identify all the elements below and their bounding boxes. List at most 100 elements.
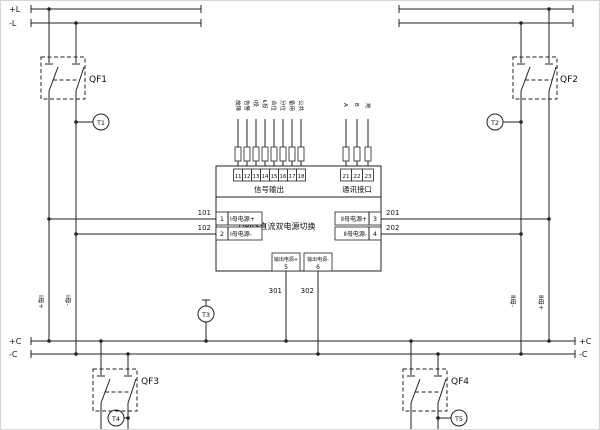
feeder-2: QF2 T2 Ⅱ母- Ⅱ母+	[486, 7, 578, 356]
breaker-pole	[45, 63, 59, 92]
junction-dot	[409, 339, 413, 343]
junction-dot	[547, 339, 551, 343]
bus-line-neg	[30, 350, 576, 358]
junction-dot	[316, 352, 320, 356]
transducer-label: T5	[454, 415, 463, 423]
dpas-device: 11 12 13 14 15 16 17 18 21 22 23 信号输出 通讯	[215, 165, 382, 272]
junction-dot	[519, 232, 523, 236]
breaker-qf1: QF1	[40, 56, 107, 100]
junction-dot	[99, 339, 103, 343]
strip-cell-num: 13	[253, 174, 260, 180]
terminal-tag: B	[353, 103, 359, 107]
wire-number-301: 301	[269, 287, 282, 295]
bus-line-pos	[30, 5, 202, 13]
breaker-boundary	[92, 368, 138, 412]
output-wires: 301 302	[269, 271, 320, 356]
right-terminal-row-2: Ⅱ母电源- 4	[334, 226, 382, 241]
breaker-label: QF1	[89, 75, 107, 85]
strip-cell-num: 18	[298, 174, 305, 180]
terminal-num: 1	[220, 215, 224, 223]
junction-dot	[47, 339, 51, 343]
bus-label-pos-left: +C	[9, 337, 22, 346]
input-wires: 101 102 201 202	[47, 209, 551, 236]
bus-line-pos	[398, 5, 574, 13]
wire-number-302: 302	[301, 287, 314, 295]
transducer-t2: T2	[486, 113, 523, 131]
transducer-circle	[92, 113, 110, 131]
terminal-block	[234, 146, 242, 162]
terminal-block	[297, 146, 305, 162]
terminal-label: Ⅱ母电源-	[344, 230, 367, 238]
junction-dot	[47, 7, 51, 11]
wire-number-202: 202	[386, 224, 399, 232]
transducer-label: T2	[490, 119, 499, 127]
transducer-circle	[197, 305, 215, 323]
breaker-label: QF4	[451, 377, 469, 387]
feeder-1: QF1 T1 Ⅰ母+ Ⅰ母-	[37, 7, 110, 356]
breaker-pole	[434, 375, 447, 404]
breaker-pole	[517, 63, 531, 92]
breaker-label: QF2	[560, 75, 578, 85]
terminal-num: 5	[284, 264, 288, 271]
terminal-tag: 合位	[270, 100, 278, 112]
junction-dot	[547, 7, 551, 11]
terminal-label: 输出电源-	[307, 256, 329, 263]
strip-cell-num: 22	[354, 174, 361, 180]
terminal-block	[364, 146, 372, 162]
junction-dot	[436, 416, 440, 420]
strip-cell-num: 15	[271, 174, 278, 180]
strip-cell-num: 17	[289, 174, 296, 180]
terminal-tag: 地	[364, 103, 372, 109]
transducer-circle	[486, 113, 504, 131]
breaker-boundary	[512, 56, 558, 100]
junction-dot	[519, 21, 523, 25]
terminal-label: 输出电源+	[274, 256, 298, 263]
strip-cell-num: 11	[235, 174, 242, 180]
terminal-num: 3	[373, 215, 377, 223]
junction-dot	[74, 352, 78, 356]
junction-dot	[126, 352, 130, 356]
junction-dot	[126, 416, 130, 420]
terminal-tag: 分位	[279, 100, 287, 112]
terminal-num: 2	[220, 230, 224, 238]
tap-wire	[202, 299, 210, 341]
breaker-pole	[124, 375, 137, 404]
breaker-pole	[72, 63, 85, 92]
strip-cell	[362, 168, 374, 182]
bus-line-neg	[30, 19, 202, 27]
breaker-boundary	[402, 368, 448, 412]
terminal-num: 6	[316, 264, 320, 271]
bus-label-neg-left: -C	[9, 350, 18, 359]
bottom-bus: +C -C +C -C	[9, 337, 592, 359]
breaker-qf2: QF2	[512, 56, 578, 100]
wire-number-201: 201	[386, 209, 399, 217]
junction-dot	[519, 120, 523, 124]
device-title: DPAS直流双电源切换	[238, 221, 315, 231]
bus-tag-i-neg: Ⅰ母-	[64, 295, 72, 306]
terminal-tag: 公共	[297, 100, 305, 112]
comm-section-label: 通讯接口	[342, 184, 372, 194]
terminal-label: Ⅰ母电源+	[230, 215, 255, 223]
junction-dot	[47, 217, 51, 221]
top-left-bus: +L -L	[9, 5, 202, 28]
junction-dot	[547, 217, 551, 221]
transducer-t3: T3	[197, 299, 215, 343]
strip-cell-num: 16	[280, 174, 287, 180]
strip-cell-num: 12	[244, 174, 251, 180]
bus-line-pos	[30, 337, 576, 345]
terminal-tag: A	[342, 103, 348, 107]
signal-terminals: 故障 告警 Ⅰ投 Ⱡ投 合位 分位 备用 公共	[234, 100, 305, 166]
signal-section-label: 信号输出	[254, 184, 284, 194]
junction-dot	[284, 339, 288, 343]
bus-line-neg	[398, 19, 574, 27]
terminal-tag: Ⅰ投	[252, 100, 260, 108]
terminal-tag: 备用	[288, 100, 296, 111]
signal-cell-row: 11 12 13 14 15 16 17 18	[233, 168, 306, 182]
breaker-pole	[545, 63, 557, 92]
transducer-t1: T1	[74, 113, 110, 131]
terminal-label: Ⅱ母电源+	[341, 215, 367, 223]
comm-cell-row: 21 22 23	[340, 168, 374, 182]
bus-label-neg-right: -C	[579, 350, 588, 359]
terminal-num: 4	[373, 230, 377, 238]
